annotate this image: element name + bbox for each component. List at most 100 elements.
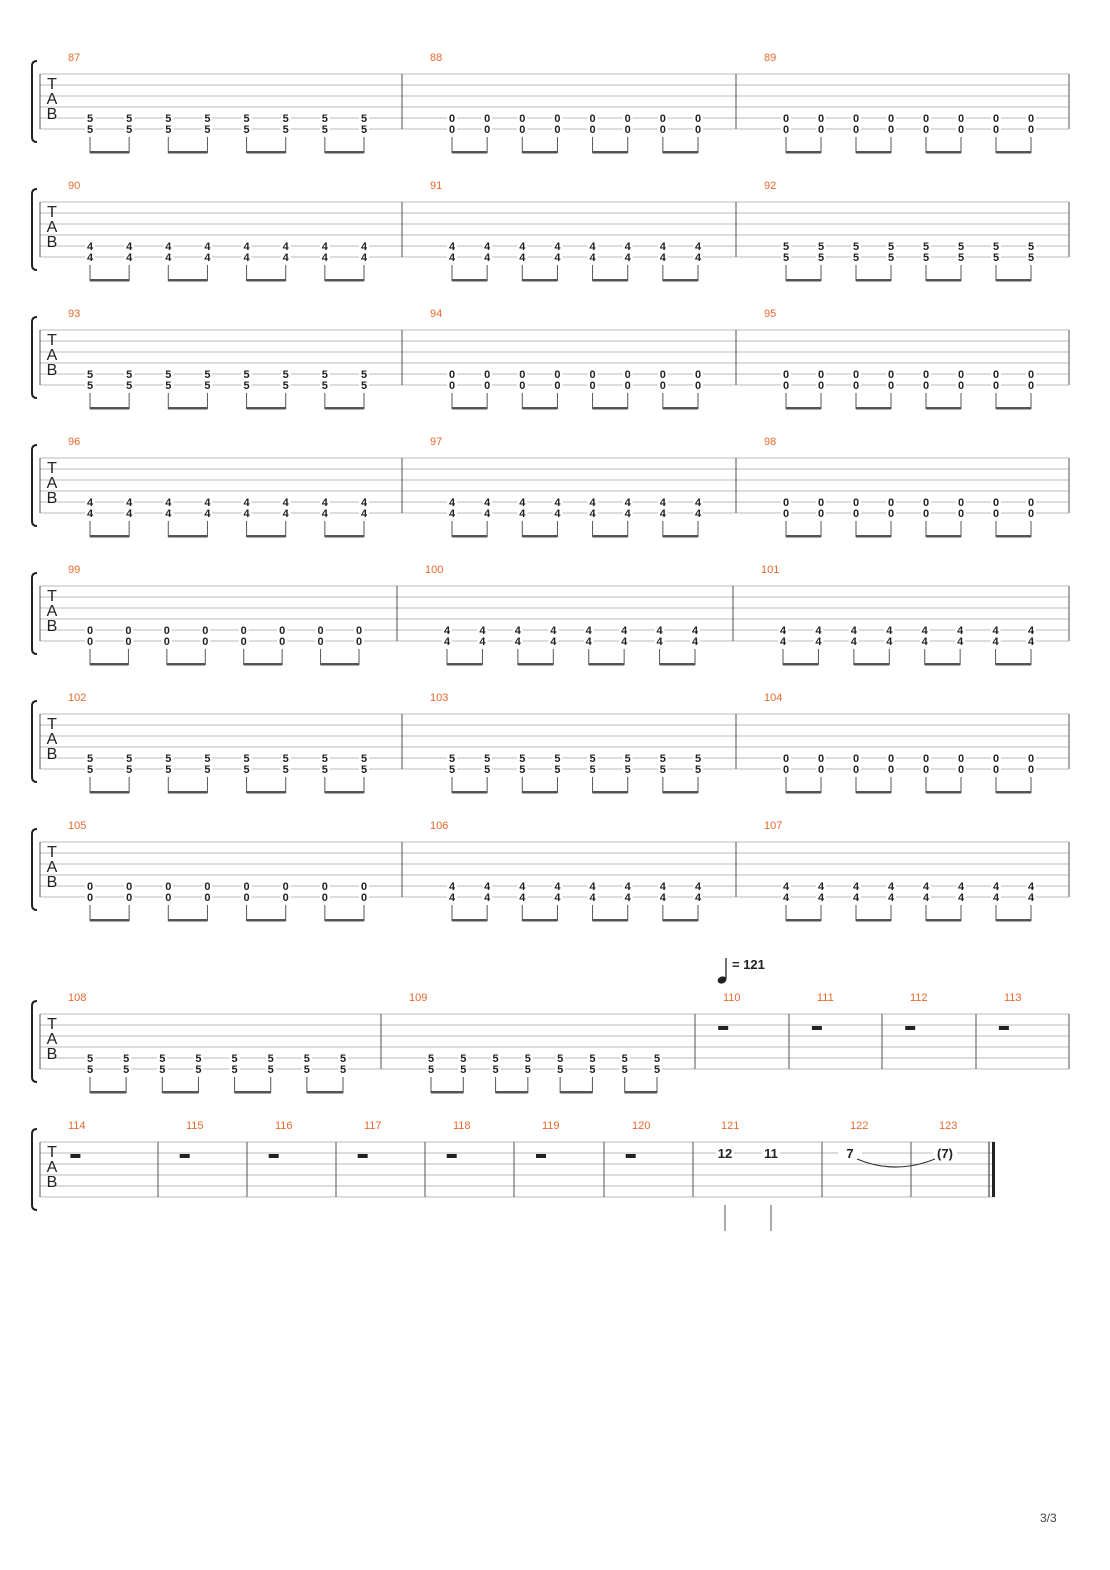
- measure-number: 108: [68, 992, 86, 1004]
- fret-background: [280, 368, 291, 379]
- fret-number: 4: [815, 636, 822, 648]
- fret-background: [991, 112, 1001, 123]
- fret-background: [85, 240, 95, 251]
- fret-background: [241, 763, 252, 774]
- fret-background: [238, 635, 249, 646]
- fret-background: [1026, 752, 1036, 763]
- fret-number: 0: [783, 124, 789, 136]
- fret-number: 5: [283, 764, 289, 776]
- eighth-beam: [517, 663, 554, 666]
- fret-number: 5: [87, 380, 93, 392]
- measure-number: 99: [68, 564, 80, 576]
- fret-background: [816, 379, 826, 390]
- fret-background: [781, 251, 791, 262]
- fret-background: [921, 379, 931, 390]
- fret-background: [241, 368, 252, 379]
- tab-clef-letter: A: [47, 347, 58, 364]
- fret-background: [229, 1063, 240, 1074]
- fret-background: [716, 1146, 734, 1160]
- fret-number: 0: [993, 113, 999, 125]
- fret-number: 4: [554, 892, 561, 904]
- fret-background: [85, 880, 95, 891]
- fret-number: 4: [692, 636, 699, 648]
- fret-background: [1026, 507, 1036, 518]
- fret-number: 0: [993, 380, 999, 392]
- whole-rest: [357, 1154, 368, 1158]
- fret-background: [851, 251, 861, 262]
- fret-number: 4: [484, 241, 491, 253]
- fret-background: [657, 379, 668, 390]
- fret-background: [587, 251, 598, 262]
- fret-background: [359, 752, 369, 763]
- fret-number: 4: [1028, 636, 1035, 648]
- fret-background: [991, 891, 1001, 902]
- fret-number: 5: [428, 1053, 434, 1065]
- fret-background: [552, 251, 563, 262]
- fret-background: [447, 112, 457, 123]
- fret-background: [956, 507, 966, 518]
- tab-clef-letter: B: [47, 1046, 58, 1063]
- fret-background: [816, 880, 826, 891]
- fret-background: [458, 1063, 469, 1074]
- fret-background: [851, 112, 861, 123]
- eighth-beam: [996, 279, 1031, 282]
- fret-number: 4: [815, 625, 822, 637]
- system-bracket: [31, 572, 38, 655]
- system-bracket: [31, 828, 38, 911]
- fret-number: 0: [126, 892, 132, 904]
- fret-background: [657, 507, 668, 518]
- fret-number: 4: [87, 252, 94, 264]
- fret-number: 4: [780, 625, 787, 637]
- tab-clef-letter: A: [47, 219, 58, 236]
- eighth-beam: [659, 663, 695, 666]
- fret-background: [280, 112, 291, 123]
- tab-clef-letter: B: [47, 362, 58, 379]
- fret-number: 4: [449, 241, 456, 253]
- fret-background: [956, 880, 966, 891]
- tempo-marking: = 121: [732, 957, 765, 972]
- fret-background: [587, 240, 598, 251]
- fret-background: [315, 624, 326, 635]
- fret-number: 4: [590, 892, 597, 904]
- fret-background: [85, 368, 95, 379]
- fret-number: 4: [783, 892, 790, 904]
- fret-number: 5: [126, 369, 132, 381]
- eighth-beam: [522, 279, 558, 282]
- fret-background: [990, 624, 1001, 635]
- eighth-beam: [926, 791, 961, 794]
- fret-background: [781, 496, 791, 507]
- fret-number: 4: [479, 625, 486, 637]
- fret-number: 0: [361, 881, 367, 893]
- fret-number: 0: [695, 113, 701, 125]
- measure-number: 109: [409, 992, 427, 1004]
- fret-background: [693, 368, 703, 379]
- fret-background: [359, 251, 369, 262]
- fret-background: [359, 496, 369, 507]
- fret-number: 5: [625, 764, 631, 776]
- fret-number: 4: [886, 625, 893, 637]
- fret-background: [886, 251, 896, 262]
- fret-number: 0: [590, 124, 596, 136]
- fret-background: [886, 240, 896, 251]
- fret-number: 5: [695, 764, 701, 776]
- final-barline-thick: [992, 1142, 995, 1197]
- fret-number: 4: [204, 252, 211, 264]
- fret-background: [552, 112, 563, 123]
- fret-number: (7): [937, 1146, 953, 1161]
- eighth-beam: [560, 1091, 593, 1094]
- fret-background: [548, 635, 559, 646]
- eighth-beam: [452, 919, 488, 922]
- fret-number: 0: [87, 881, 93, 893]
- fret-background: [657, 368, 668, 379]
- fret-number: 5: [87, 764, 93, 776]
- fret-number: 5: [322, 380, 328, 392]
- fret-number: 4: [1028, 881, 1035, 893]
- fret-background: [587, 379, 598, 390]
- fret-number: 0: [888, 113, 894, 125]
- whole-rest: [718, 1026, 729, 1030]
- fret-background: [991, 507, 1001, 518]
- measure-number: 87: [68, 52, 80, 64]
- fret-number: 5: [783, 252, 789, 264]
- fret-background: [447, 496, 457, 507]
- eighth-beam: [853, 663, 890, 666]
